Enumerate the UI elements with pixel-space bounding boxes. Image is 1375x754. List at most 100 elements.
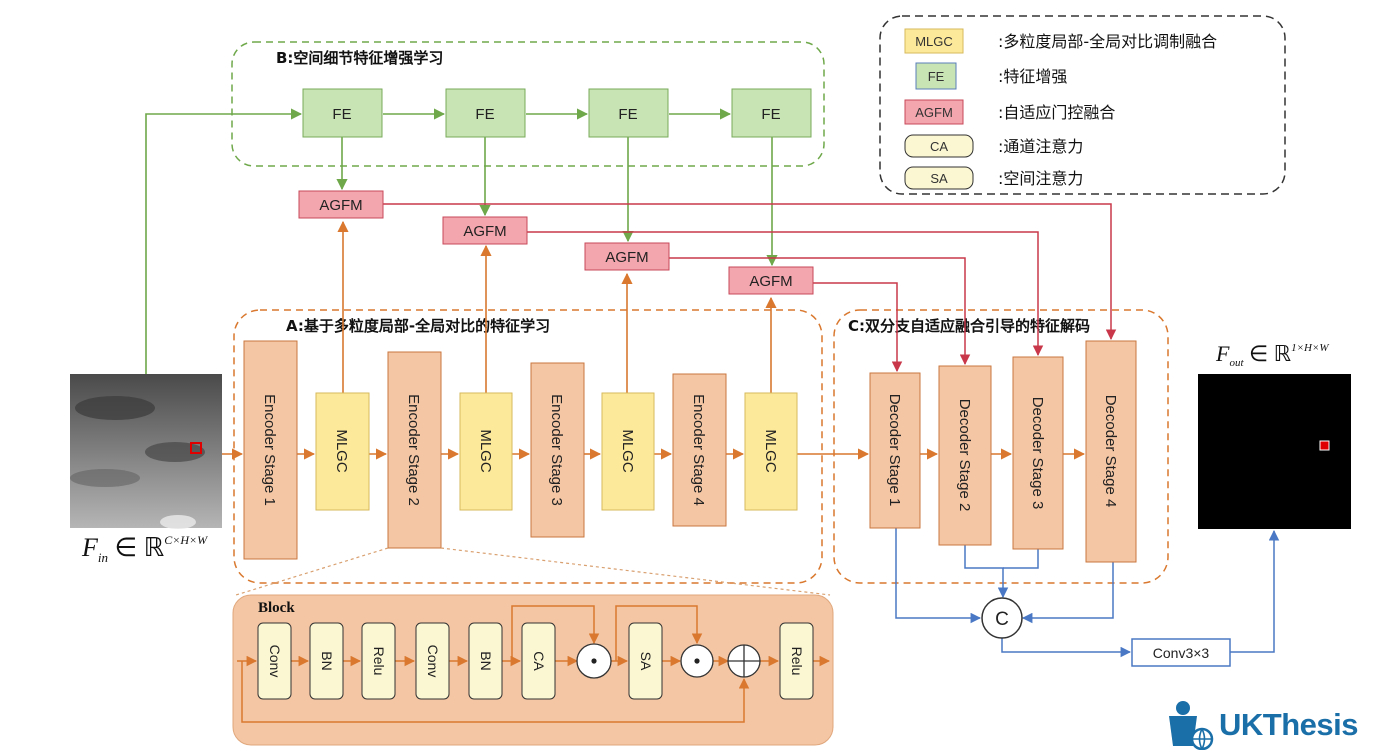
svg-text:Conv: Conv bbox=[425, 645, 441, 678]
agfm-block-3: AGFM bbox=[584, 242, 670, 271]
svg-text:Decoder Stage 4: Decoder Stage 4 bbox=[1102, 395, 1119, 508]
svg-text:Relu: Relu bbox=[789, 647, 805, 676]
svg-text:Conv3×3: Conv3×3 bbox=[1153, 645, 1210, 661]
svg-text:Encoder Stage 4: Encoder Stage 4 bbox=[690, 394, 707, 506]
legend-key-sa: SA bbox=[930, 171, 948, 186]
fe-block-2: FE bbox=[445, 88, 526, 138]
encoder-stage-1: Encoder Stage 1 bbox=[243, 340, 298, 560]
section-a-title: A:基于多粒度局部-全局对比的特征学习 bbox=[286, 317, 550, 335]
section-c-title: C:双分支自适应融合引导的特征解码 bbox=[848, 317, 1090, 335]
decoder-output-arrows bbox=[895, 528, 1280, 658]
svg-text:BN: BN bbox=[319, 651, 335, 670]
encoder-stage-2: Encoder Stage 2 bbox=[387, 351, 442, 549]
output-label: Fout ∈ ℝ1×H×W bbox=[1215, 341, 1329, 369]
decoder-stage-4: Decoder Stage 4 bbox=[1085, 340, 1137, 563]
svg-text:Relu: Relu bbox=[371, 647, 387, 676]
legend: MLGC :多粒度局部-全局对比调制融合 FE :特征增强 AGFM :自适应门… bbox=[879, 15, 1286, 195]
main-flow-arrows bbox=[222, 220, 1086, 460]
fe-flow-arrows bbox=[145, 108, 778, 374]
concat-node: C bbox=[981, 597, 1023, 639]
svg-text:MLGC: MLGC bbox=[333, 429, 350, 473]
mlgc-block-4: MLGC bbox=[744, 392, 798, 511]
block-op-multiply-1 bbox=[576, 643, 612, 679]
block-op-multiply-2 bbox=[680, 644, 714, 678]
svg-text:Encoder Stage 2: Encoder Stage 2 bbox=[405, 394, 422, 506]
decoder-stage-3: Decoder Stage 3 bbox=[1012, 356, 1064, 550]
legend-desc-fe: :特征增强 bbox=[998, 67, 1067, 86]
svg-text:Encoder Stage 1: Encoder Stage 1 bbox=[261, 394, 278, 506]
block-zoom-lines bbox=[235, 547, 831, 596]
logo-text: UKThesis bbox=[1219, 707, 1358, 742]
legend-key-ca: CA bbox=[930, 139, 948, 154]
svg-text:Decoder Stage 2: Decoder Stage 2 bbox=[956, 399, 973, 512]
legend-swatch-ca bbox=[904, 134, 974, 158]
decoder-stage-2: Decoder Stage 2 bbox=[938, 365, 992, 546]
legend-desc-agfm: :自适应门控融合 bbox=[998, 103, 1115, 122]
input-target-marker bbox=[190, 442, 202, 454]
mlgc-block-3: MLGC bbox=[601, 392, 655, 511]
svg-text:SA: SA bbox=[638, 652, 654, 671]
svg-text:Decoder Stage 3: Decoder Stage 3 bbox=[1029, 397, 1046, 510]
legend-key-fe: FE bbox=[928, 69, 945, 84]
legend-swatch-sa bbox=[904, 166, 974, 190]
svg-text:MLGC: MLGC bbox=[762, 429, 779, 473]
block-op-relu-1: Relu bbox=[361, 622, 396, 700]
input-label: Fin ∈ ℝC×H×W bbox=[81, 533, 208, 565]
output-target-marker bbox=[1319, 440, 1330, 451]
svg-text:FE: FE bbox=[761, 106, 780, 123]
encoder-stage-4: Encoder Stage 4 bbox=[672, 373, 727, 527]
svg-text:AGFM: AGFM bbox=[605, 249, 648, 266]
legend-desc-mlgc: :多粒度局部-全局对比调制融合 bbox=[998, 32, 1217, 51]
section-a-frame bbox=[233, 309, 823, 584]
block-title: Block bbox=[258, 600, 295, 616]
agfm-block-2: AGFM bbox=[442, 216, 528, 245]
section-c-frame bbox=[833, 309, 1169, 584]
agfm-block-4: AGFM bbox=[728, 266, 814, 295]
fe-block-3: FE bbox=[588, 88, 669, 138]
encoder-stage-3: Encoder Stage 3 bbox=[530, 362, 585, 538]
decoder-stage-1: Decoder Stage 1 bbox=[869, 372, 921, 529]
legend-swatch-mlgc bbox=[904, 28, 964, 54]
logo-person-globe-icon bbox=[1169, 701, 1214, 750]
block-op-bn-1: BN bbox=[309, 622, 344, 700]
fe-block-4: FE bbox=[731, 88, 812, 138]
legend-desc-sa: :空间注意力 bbox=[998, 169, 1083, 188]
block-op-conv-1: Conv bbox=[257, 622, 292, 700]
ukthesis-logo: UKThesis bbox=[1165, 700, 1370, 750]
svg-text:AGFM: AGFM bbox=[463, 223, 506, 240]
legend-desc-ca: :通道注意力 bbox=[998, 137, 1083, 156]
block-detail: Block Conv BN Relu bbox=[232, 594, 834, 746]
mlgc-block-1: MLGC bbox=[315, 392, 370, 511]
output-image bbox=[1198, 374, 1351, 529]
input-image bbox=[70, 374, 222, 529]
block-op-sa: SA bbox=[628, 622, 663, 700]
legend-frame bbox=[879, 15, 1286, 195]
svg-text:CA: CA bbox=[531, 651, 547, 671]
svg-text:Conv: Conv bbox=[267, 645, 283, 678]
block-op-add bbox=[727, 644, 761, 678]
svg-text:BN: BN bbox=[478, 651, 494, 670]
legend-swatch-agfm bbox=[904, 99, 964, 125]
svg-text:FE: FE bbox=[332, 106, 351, 123]
svg-text:AGFM: AGFM bbox=[319, 197, 362, 214]
legend-key-mlgc: MLGC bbox=[915, 34, 953, 49]
legend-key-agfm: AGFM bbox=[915, 105, 953, 120]
svg-text:MLGC: MLGC bbox=[477, 429, 494, 473]
svg-text:AGFM: AGFM bbox=[749, 273, 792, 290]
fe-block-1: FE bbox=[302, 88, 383, 138]
block-arrows bbox=[237, 605, 831, 723]
svg-text:Encoder Stage 3: Encoder Stage 3 bbox=[548, 394, 565, 506]
agfm-block-1: AGFM bbox=[298, 190, 384, 219]
block-op-ca: CA bbox=[521, 622, 556, 700]
block-op-relu-2: Relu bbox=[779, 622, 814, 700]
agfm-to-decoder-arrows bbox=[383, 203, 1117, 373]
svg-text:C: C bbox=[995, 609, 1009, 630]
conv3x3-block: Conv3×3 bbox=[1131, 638, 1231, 667]
svg-text:FE: FE bbox=[475, 106, 494, 123]
section-b-title: B:空间细节特征增强学习 bbox=[276, 49, 443, 67]
svg-text:Decoder Stage 1: Decoder Stage 1 bbox=[886, 394, 903, 507]
mlgc-block-2: MLGC bbox=[459, 392, 513, 511]
block-op-bn-2: BN bbox=[468, 622, 503, 700]
svg-text:FE: FE bbox=[618, 106, 637, 123]
